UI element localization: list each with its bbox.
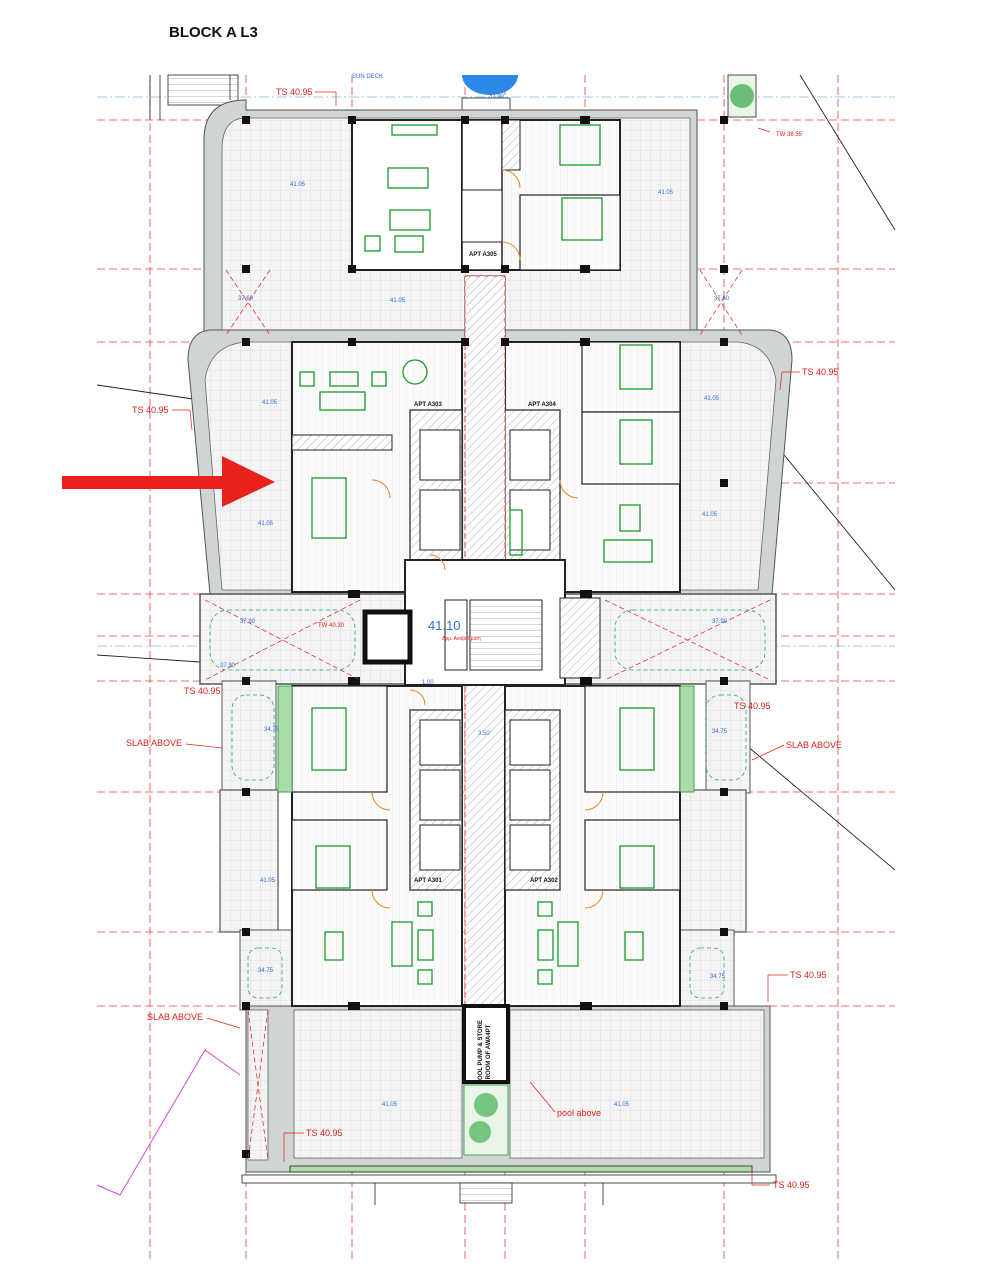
level-tag: TS 40.95	[802, 367, 839, 377]
spot-level: 37.90	[220, 663, 236, 669]
spot-level: 31.90	[489, 94, 505, 100]
spot-level: 34.75	[264, 727, 280, 733]
apt-a305-label: APT A305	[469, 252, 497, 258]
spot-level: 41.05	[258, 521, 274, 527]
spot-level: 34.75	[258, 968, 274, 974]
spot-level: 41.05	[262, 400, 278, 406]
apt-a303-label: APT A303	[414, 402, 442, 408]
stair-note: Δρμ. Αναβάθμιση	[442, 635, 481, 642]
core-level-label: 41.10	[428, 618, 461, 633]
void-crosses	[204, 269, 771, 1161]
slab-note: SLAB ABOVE	[126, 738, 182, 748]
pool-pump-label: POOL PUMP & STORE	[478, 1020, 484, 1084]
apt-a302-label: APT A302	[530, 878, 558, 884]
spot-level: 41.05	[702, 512, 718, 518]
spot-level: 37.60	[714, 296, 730, 302]
spot-level: 1.00	[422, 680, 434, 686]
level-tag: TS 40.95	[790, 970, 827, 980]
spot-level: 41.05	[704, 396, 720, 402]
apt-a301-label: APT A301	[414, 878, 442, 884]
spot-level: 41.05	[614, 1102, 630, 1108]
apt-a304-label: APT A304	[528, 402, 556, 408]
sun-deck-label: SUN DECK	[352, 74, 383, 80]
spot-level: 3.50	[478, 731, 490, 737]
slab-note: SLAB ABOVE	[147, 1012, 203, 1022]
apartments-upper	[291, 341, 681, 593]
spot-level: 37.90	[712, 619, 728, 625]
leader-lines	[172, 91, 800, 1186]
furniture	[299, 124, 655, 985]
spot-level: 37.90	[240, 619, 256, 625]
bottom-edge	[241, 1165, 777, 1205]
pool-pump-label-2: ROOM OF AWA4PT	[486, 1024, 492, 1079]
spot-level: 41.05	[382, 1102, 398, 1108]
drawing-title: BLOCK A L3	[169, 24, 258, 41]
level-tag: TS 40.95	[734, 701, 771, 711]
level-tag: TW 38.55	[776, 132, 803, 138]
pool-pump-room	[462, 1004, 510, 1084]
level-tag: TS 40.95	[773, 1180, 810, 1190]
spot-level: 41.05	[390, 298, 406, 304]
slab-note: SLAB ABOVE	[786, 740, 842, 750]
slab-outlines	[209, 609, 766, 999]
spot-level: 41.05	[260, 878, 276, 884]
level-tag: TS 40.95	[132, 405, 169, 415]
level-tag: TW 40.30	[318, 623, 345, 629]
plant-icon	[474, 1093, 498, 1117]
site-lines	[96, 74, 896, 871]
pool-above-label: pool above	[557, 1108, 601, 1118]
columns	[242, 116, 728, 1158]
spot-level: 41.05	[290, 182, 306, 188]
boundary-line	[96, 1049, 241, 1196]
pool-edge	[462, 75, 518, 95]
door-swings	[371, 169, 604, 909]
plant-icon	[469, 1121, 491, 1143]
level-tag: TS 40.95	[306, 1128, 343, 1138]
spot-level: 34.75	[710, 974, 726, 980]
spot-level: 41.05	[658, 190, 674, 196]
level-tag: TS 40.95	[276, 87, 313, 97]
spot-level: 37.60	[238, 296, 254, 302]
plant-icon	[730, 84, 754, 108]
level-tag: TS 40.95	[184, 686, 221, 696]
spot-level: 34.75	[712, 729, 728, 735]
arrow-indicator	[62, 456, 275, 507]
